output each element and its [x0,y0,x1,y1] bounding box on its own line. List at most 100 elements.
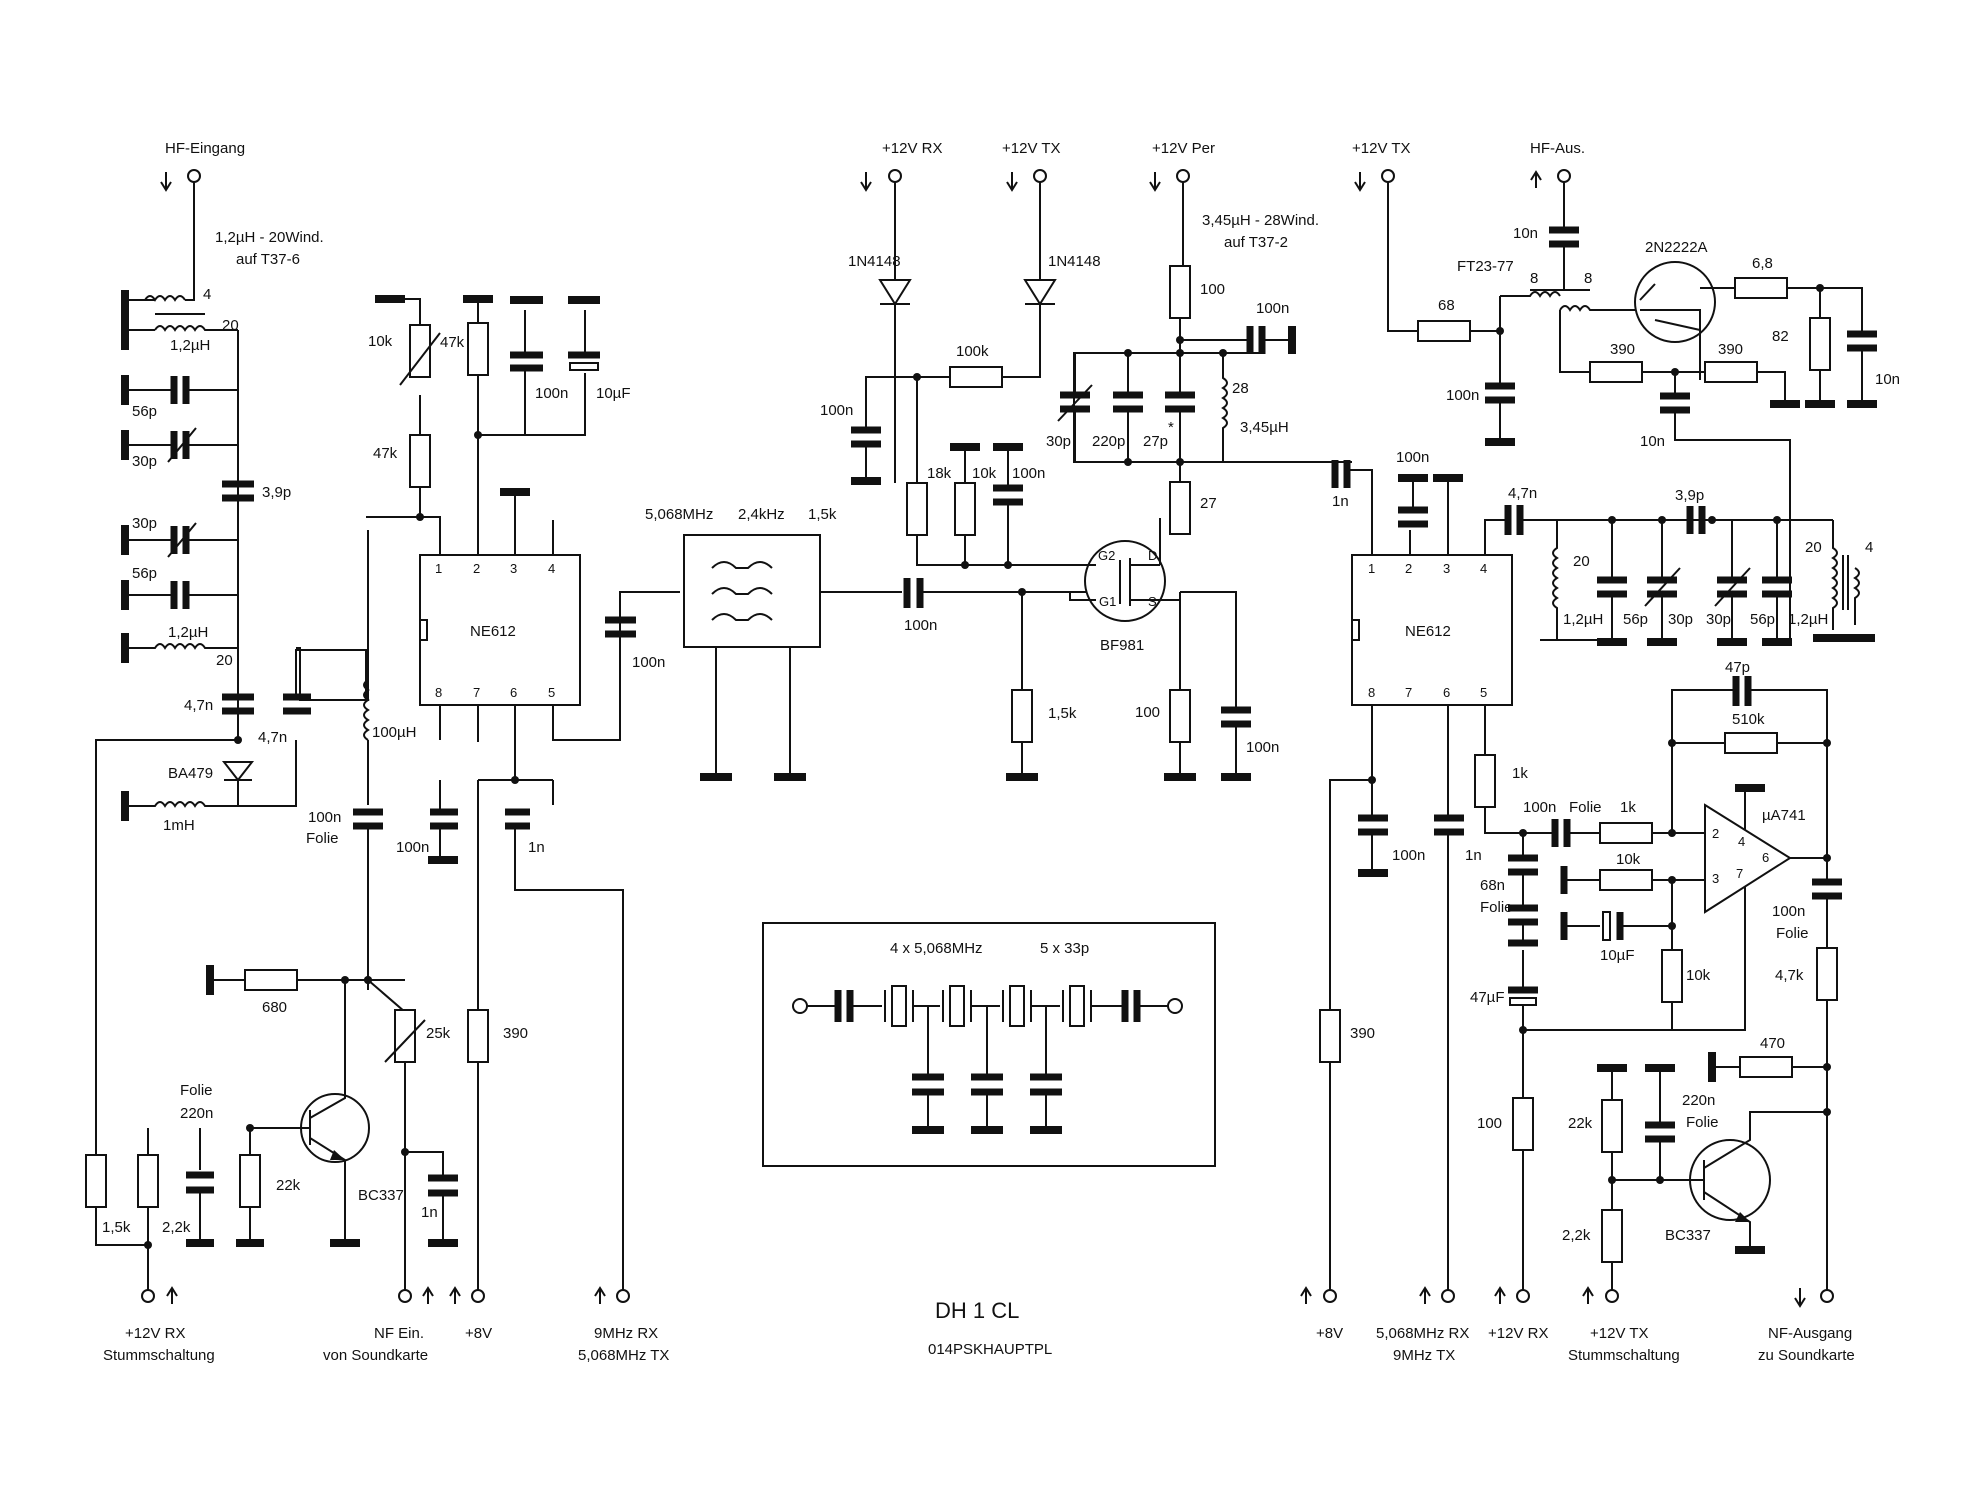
crystal-ladder-detail: 4 x 5,068MHz 5 x 33p [762,922,1216,1167]
svg-text:3: 3 [1712,871,1719,886]
svg-text:510k: 510k [1732,711,1765,728]
svg-text:7: 7 [1405,685,1412,700]
svg-text:4,7n: 4,7n [184,697,213,714]
svg-text:27: 27 [1200,495,1217,512]
svg-text:56p: 56p [132,565,157,582]
svg-text:100n: 100n [1523,799,1556,816]
per12-top-terminal[interactable] [1176,169,1190,183]
svg-text:1,5k: 1,5k [102,1219,131,1236]
svg-text:+8V: +8V [1316,1325,1343,1342]
rx12-top-terminal[interactable] [888,169,902,183]
svg-text:7: 7 [473,685,480,700]
input-arrow-icon [1354,172,1366,192]
svg-text:8: 8 [1368,685,1375,700]
svg-text:1: 1 [435,561,442,576]
svg-text:30p: 30p [1046,433,1071,450]
svg-text:1,5k: 1,5k [1048,705,1077,722]
svg-text:+12V RX: +12V RX [882,140,942,157]
svg-text:4: 4 [1480,561,1487,576]
svg-text:1n: 1n [1465,847,1482,864]
svg-text:1n: 1n [528,839,545,856]
svg-text:28: 28 [1232,380,1249,397]
svg-text:27p: 27p [1143,433,1168,450]
svg-text:68: 68 [1438,297,1455,314]
input-arrow-icon [160,172,172,192]
svg-text:20: 20 [216,652,233,669]
tx12-right-terminal[interactable] [1605,1289,1619,1303]
svg-text:220n: 220n [1682,1092,1715,1109]
svg-text:30p: 30p [1706,611,1731,628]
svg-text:BF981: BF981 [1100,637,1144,654]
svg-text:100k: 100k [956,343,989,360]
p8v-left-terminal[interactable] [471,1289,485,1303]
svg-text:BC337: BC337 [1665,1227,1711,1244]
transistor-2n2222a [1634,261,1716,343]
svg-text:2,2k: 2,2k [162,1219,191,1236]
svg-text:G1: G1 [1099,594,1116,609]
svg-text:100n: 100n [820,402,853,419]
svg-text:2N2222A: 2N2222A [1645,239,1708,256]
svg-text:Folie: Folie [1569,799,1602,816]
diode-1n4148-b [1023,279,1057,306]
svg-text:18k: 18k [927,465,952,482]
drawing-id: 014PSKHAUPTPL [928,1341,1052,1358]
input-arrow-icon [1300,1286,1312,1304]
svg-text:Folie: Folie [1776,925,1809,942]
mixer-left-section: NE612 1 2 3 4 8 7 6 5 47k 10k 47k 100n 1… [296,295,680,1290]
input-transformer-secondary [154,325,238,332]
svg-text:10k: 10k [972,465,997,482]
svg-text:auf T37-2: auf T37-2 [1224,234,1288,251]
svg-text:10n: 10n [1513,225,1538,242]
svg-text:4: 4 [1738,834,1745,849]
p8v-right-terminal[interactable] [1323,1289,1337,1303]
svg-text:6,8: 6,8 [1752,255,1773,272]
svg-text:+12V TX: +12V TX [1590,1325,1649,1342]
svg-text:9MHz RX: 9MHz RX [594,1325,658,1342]
nf-out-terminal[interactable] [1820,1289,1834,1303]
svg-text:µA741: µA741 [1762,807,1806,824]
bottom-left-terminals: +12V RX Stummschaltung NF Ein. von Sound… [103,1286,669,1364]
output-arrow-icon [1530,170,1542,188]
svg-text:10k: 10k [368,333,393,350]
svg-text:*: * [1168,419,1174,436]
svg-text:+12V TX: +12V TX [1352,140,1411,157]
rx12-right-terminal[interactable] [1516,1289,1530,1303]
svg-text:100n: 100n [1396,449,1429,466]
svg-text:1,5k: 1,5k [808,506,837,523]
input-arrow-icon [449,1286,461,1304]
svg-text:1,2µH: 1,2µH [168,624,208,641]
svg-text:1,2µH - 20Wind.: 1,2µH - 20Wind. [215,229,324,246]
svg-text:100µH: 100µH [372,724,417,741]
svg-text:Stummschaltung: Stummschaltung [103,1347,215,1364]
svg-text:1mH: 1mH [163,817,195,834]
tx12-top-terminal[interactable] [1033,169,1047,183]
svg-text:1n: 1n [421,1204,438,1221]
input-arrow-icon [1419,1286,1431,1304]
hf-input-label: HF-Eingang [165,140,245,157]
svg-text:BC337: BC337 [358,1187,404,1204]
svg-text:220p: 220p [1092,433,1125,450]
if-right-terminal[interactable] [1441,1289,1455,1303]
svg-text:HF-Aus.: HF-Aus. [1530,140,1585,157]
hf-input-terminal[interactable] [187,169,201,183]
svg-text:5 x 33p: 5 x 33p [1040,940,1089,957]
svg-text:56p: 56p [1750,611,1775,628]
svg-text:5: 5 [548,685,555,700]
tx12-right-top-terminal[interactable] [1381,169,1395,183]
svg-text:100n: 100n [1256,300,1289,317]
rx12-left-terminal[interactable] [141,1289,155,1303]
bottom-right-terminals: +8V 5,068MHz RX 9MHz TX +12V RX +12V TX … [1300,1286,1855,1364]
svg-text:4: 4 [548,561,555,576]
mixer-right-section: NE612 1 2 3 4 8 7 6 5 100n 4,7n 100n 390… [1319,449,1707,1290]
svg-text:1: 1 [1368,561,1375,576]
svg-text:100n: 100n [1012,465,1045,482]
svg-text:+12V Per: +12V Per [1152,140,1215,157]
if-left-terminal[interactable] [616,1289,630,1303]
svg-text:1,2µH: 1,2µH [170,337,210,354]
svg-text:4 x 5,068MHz: 4 x 5,068MHz [890,940,983,957]
hf-out-terminal[interactable] [1557,169,1571,183]
nf-in-terminal[interactable] [398,1289,412,1303]
svg-text:390: 390 [1350,1025,1375,1042]
svg-text:220n: 220n [180,1105,213,1122]
